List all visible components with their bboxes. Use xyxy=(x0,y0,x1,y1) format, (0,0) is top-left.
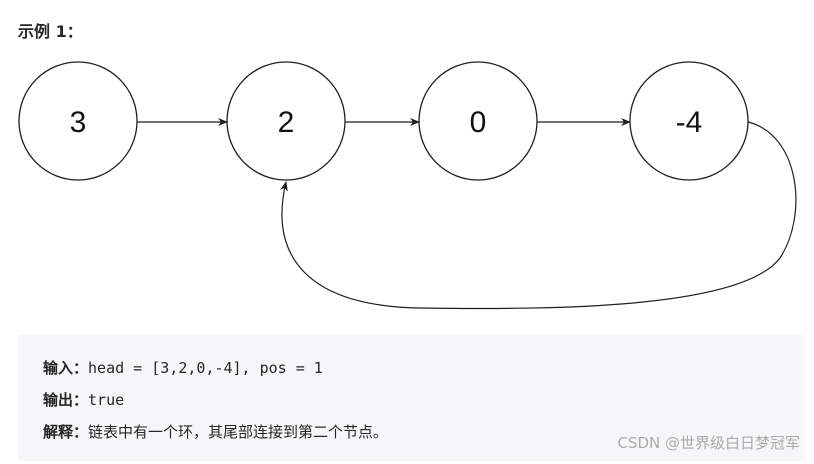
explanation-label: 解释： xyxy=(43,423,89,441)
cycle-arrow xyxy=(280,121,797,310)
list-node-1: 2 xyxy=(226,61,346,181)
node-value-2: 0 xyxy=(470,106,487,139)
node-value-0: 3 xyxy=(70,106,87,139)
output-value: true xyxy=(88,391,125,409)
list-node-3: -4 xyxy=(629,61,749,181)
example-code-block: 输入：head = [3,2,0,-4], pos = 1 输出：true 解释… xyxy=(18,335,804,461)
input-label: 输入： xyxy=(43,359,89,377)
explanation-value: 链表中有一个环，其尾部连接到第二个节点。 xyxy=(88,423,389,441)
watermark: CSDN @世界级白日梦冠军 xyxy=(617,434,800,452)
list-node-2: 0 xyxy=(418,61,538,181)
output-line: 输出：true xyxy=(43,389,124,410)
list-node-0: 3 xyxy=(18,61,138,181)
example-title: 示例 1： xyxy=(18,22,83,41)
explanation-line: 解释：链表中有一个环，其尾部连接到第二个节点。 xyxy=(43,421,388,442)
node-value-1: 2 xyxy=(278,106,295,139)
input-line: 输入：head = [3,2,0,-4], pos = 1 xyxy=(43,357,323,378)
linked-list-diagram: 3 2 0 -4 xyxy=(18,61,797,310)
output-label: 输出： xyxy=(43,391,89,409)
node-value-3: -4 xyxy=(676,106,703,139)
input-value: head = [3,2,0,-4], pos = 1 xyxy=(88,359,323,377)
